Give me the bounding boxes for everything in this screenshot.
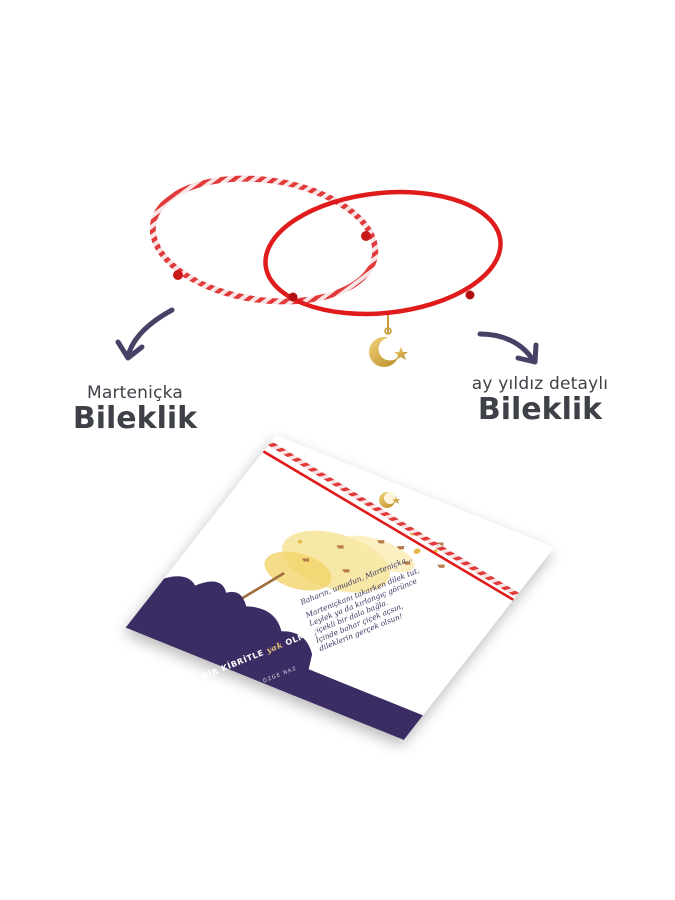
- product-card: [125, 434, 555, 741]
- curved-arrow-down-right-icon: [477, 331, 539, 365]
- crescent-label: ay yıldız detaylı Bileklik: [450, 374, 630, 426]
- bracelet-knot: [173, 270, 183, 280]
- bracelet-knot: [361, 231, 371, 241]
- martenicka-label: Marteniçka Bileklik: [60, 383, 210, 435]
- red-cord-bracelet: [263, 189, 503, 317]
- martenicka-bracelet: [149, 175, 379, 305]
- card-red-cord: [262, 450, 515, 601]
- martenicka-label-small: Marteniçka: [86, 383, 183, 403]
- card-artwork: [125, 441, 520, 741]
- card-martenicka-cord: [267, 441, 520, 597]
- bracelet-knot: [288, 292, 298, 302]
- crescent-star-icon: [369, 315, 408, 367]
- match-flame-illustration: [264, 530, 438, 593]
- bracelet-knot: [465, 290, 475, 300]
- card-crescent-star-icon: [379, 492, 400, 508]
- crescent-label-big: Bileklik: [477, 392, 603, 427]
- crescent-label-small: ay yıldız detaylı: [471, 374, 609, 394]
- martenicka-label-big: Bileklik: [72, 401, 198, 436]
- curved-arrow-down-left-icon: [115, 307, 175, 361]
